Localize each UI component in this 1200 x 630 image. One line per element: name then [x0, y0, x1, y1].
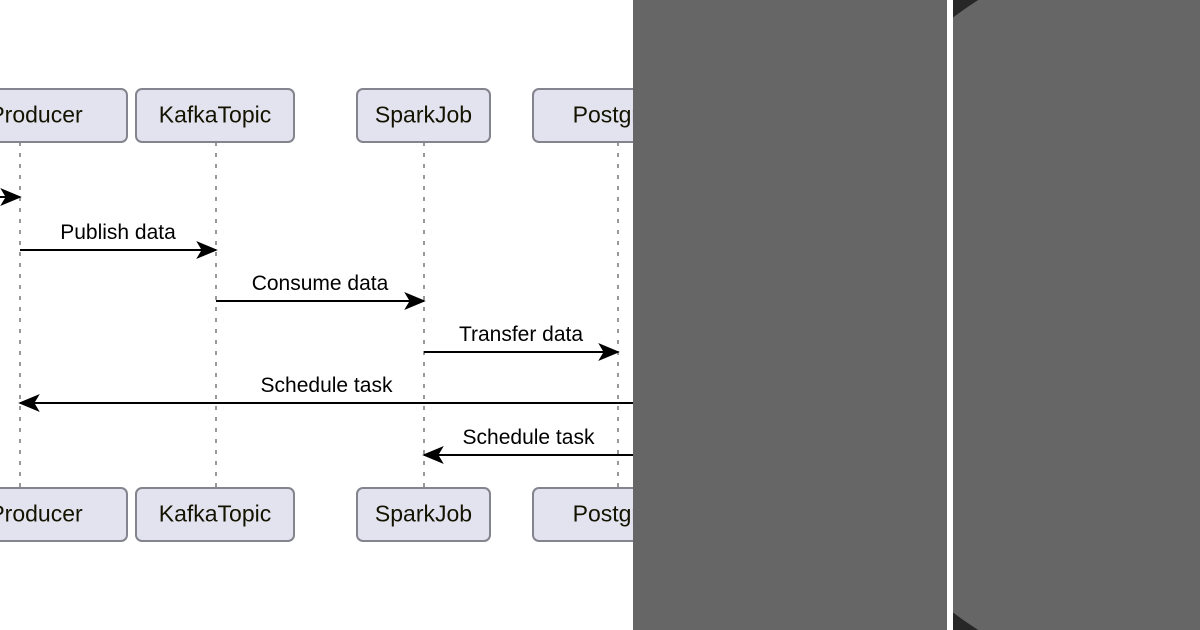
message-label-publish-data: Publish data	[60, 221, 176, 244]
participant-label-producer-bottom: Producer	[0, 501, 83, 527]
participant-box-sparkjob-top[interactable]	[356, 88, 491, 143]
dark-panel-right	[953, 0, 1200, 630]
sequence-diagram-svg: ProducerKafkaTopicSparkJobPostgres Publi…	[0, 88, 633, 542]
participant-label-sparkjob-top: SparkJob	[375, 102, 472, 128]
participant-box-producer-bottom[interactable]	[0, 487, 128, 542]
participant-box-postgres-top[interactable]	[532, 88, 633, 143]
participant-label-kafkatopic-top: KafkaTopic	[159, 102, 272, 128]
message-label-transfer-data: Transfer data	[459, 323, 583, 346]
dark-panel-left	[633, 0, 947, 630]
participant-label-sparkjob-bottom: SparkJob	[375, 501, 472, 527]
gray-circle-2	[953, 0, 1200, 630]
message-label-schedule-task-1: Schedule task	[261, 374, 393, 397]
participant-label-postgres-bottom: Postgres	[573, 501, 633, 527]
panel-divider-gap	[947, 0, 953, 630]
sequence-diagram-canvas: ProducerKafkaTopicSparkJobPostgres Publi…	[0, 88, 633, 542]
participant-box-sparkjob-bottom[interactable]	[356, 487, 491, 542]
participant-label-postgres-top: Postgres	[573, 102, 633, 128]
participant-box-producer-top[interactable]	[0, 88, 128, 143]
participant-box-kafkatopic-top[interactable]	[135, 88, 295, 143]
message-label-schedule-task-2: Schedule task	[463, 426, 595, 449]
participant-label-kafkatopic-bottom: KafkaTopic	[159, 501, 272, 527]
gray-circle-1	[633, 0, 947, 630]
participant-boxes-bottom: Producer KafkaTopic SparkJob Postgres	[0, 487, 633, 542]
message-label-consume-data: Consume data	[252, 272, 389, 295]
participant-box-postgres-bottom[interactable]	[532, 487, 633, 542]
participant-label-producer-top: Producer	[0, 102, 83, 128]
participant-boxes-top: Producer KafkaTopic SparkJob Postgres	[0, 88, 633, 143]
participant-box-kafkatopic-bottom[interactable]	[135, 487, 295, 542]
